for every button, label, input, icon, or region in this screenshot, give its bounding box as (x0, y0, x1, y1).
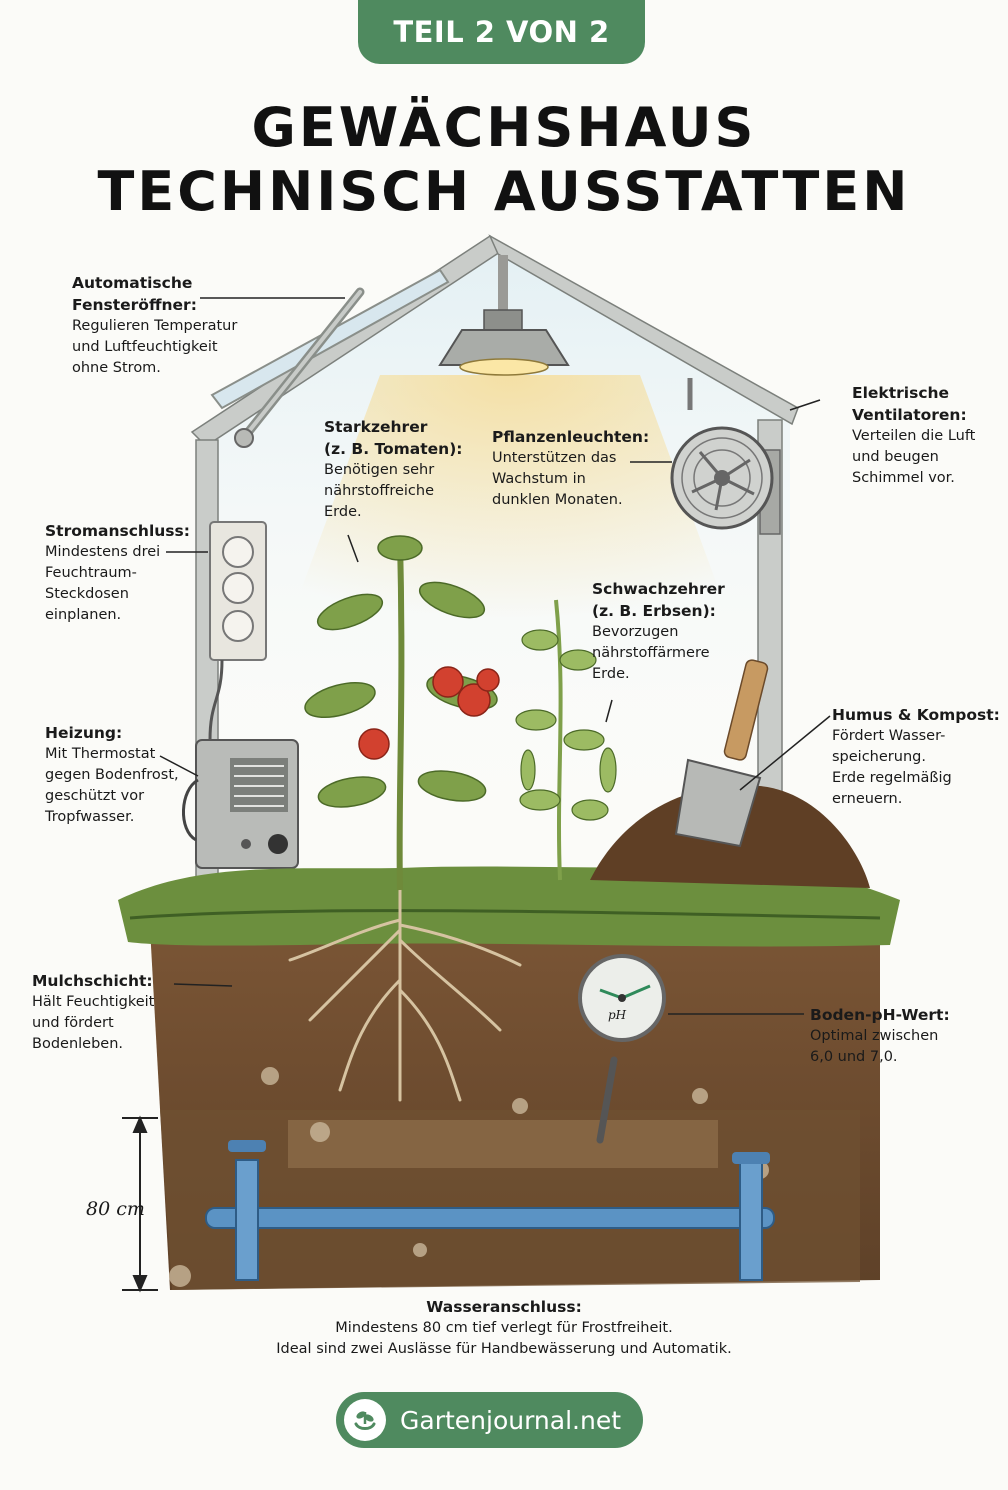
plant-in-hand-icon (344, 1399, 386, 1441)
label-water-heading: Wasseranschluss: (426, 1298, 582, 1316)
plant-roots (288, 888, 522, 1102)
label-grow-lights-heading: Pflanzenleuchten: (492, 428, 650, 446)
label-water-body: Mindestens 80 cm tief verlegt für Frostf… (276, 1320, 732, 1357)
label-humus-body: Fördert Wasser- speicherung. Erde regelm… (832, 728, 952, 807)
label-light-feeders: Schwachzehrer (z. B. Erbsen): Bevorzugen… (592, 578, 725, 685)
label-power-body: Mindestens drei Feuchtraum- Steckdosen e… (45, 544, 161, 623)
label-humus-heading: Humus & Kompost: (832, 706, 1000, 724)
label-heavy-feeders-heading: Starkzehrer (z. B. Tomaten): (324, 418, 463, 458)
label-power-heading: Stromanschluss: (45, 522, 190, 540)
depth-marker (122, 1115, 158, 1293)
label-heating-body: Mit Thermostat gegen Bodenfrost, geschüt… (45, 746, 179, 825)
page-title-line-1: GEWÄCHSHAUS (251, 96, 757, 159)
water-pipe (205, 1140, 775, 1281)
power-socket-strip (208, 521, 267, 741)
label-ph: Boden-pH-Wert: Optimal zwischen 6,0 und … (810, 1004, 950, 1068)
mulch-layer (118, 865, 900, 947)
label-water: Wasseranschluss: Mindestens 80 cm tief v… (0, 1296, 1008, 1360)
soil-cross-section (150, 928, 880, 1290)
footer-brand-text: Gartenjournal.net (400, 1405, 622, 1435)
depth-label: 80 cm (86, 1198, 145, 1220)
label-light-feeders-body: Bevorzugen nährstoffärmere Erde. (592, 624, 710, 682)
label-heating: Heizung: Mit Thermostat gegen Bodenfrost… (45, 722, 179, 828)
label-power: Stromanschluss: Mindestens drei Feuchtra… (45, 520, 190, 626)
pea-plant (515, 599, 617, 881)
tomato-plant (304, 535, 500, 891)
label-heating-heading: Heizung: (45, 724, 123, 742)
label-fans-body: Verteilen die Luft und beugen Schimmel v… (852, 428, 976, 486)
label-window-opener-heading: Automatische Fensteröffner: (72, 274, 197, 314)
electric-fan (670, 378, 781, 535)
label-heavy-feeders: Starkzehrer (z. B. Tomaten): Benötigen s… (324, 416, 463, 523)
footer-brand-pill[interactable]: Gartenjournal.net (336, 1392, 643, 1448)
label-ph-heading: Boden-pH-Wert: (810, 1006, 950, 1024)
page-title-line-2: TECHNISCH AUSSTATTEN (97, 160, 911, 223)
label-grow-lights-body: Unterstützen das Wachstum in dunklen Mon… (492, 450, 623, 508)
label-fans: Elektrische Ventilatoren: Verteilen die … (852, 382, 975, 489)
ph-meter (578, 954, 666, 1144)
heater (182, 739, 299, 869)
label-mulch-heading: Mulchschicht: (32, 972, 153, 990)
label-window-opener-body: Regulieren Temperatur und Luftfeuchtigke… (72, 318, 238, 376)
ph-dial-text: pH (608, 1008, 627, 1022)
label-mulch-body: Hält Feuchtigkeit und fördert Bodenleben… (32, 994, 155, 1052)
window-opener (210, 268, 450, 448)
label-grow-lights: Pflanzenleuchten: Unterstützen das Wachs… (492, 426, 649, 511)
callout-leaders (159, 297, 831, 1015)
compost-heap (590, 659, 870, 888)
label-light-feeders-heading: Schwachzehrer (z. B. Erbsen): (592, 580, 725, 620)
label-heavy-feeders-body: Benötigen sehr nährstoffreiche Erde. (324, 462, 435, 520)
label-window-opener: Automatische Fensteröffner: Regulieren T… (72, 272, 237, 379)
part-badge: TEIL 2 VON 2 (358, 0, 645, 64)
label-ph-body: Optimal zwischen 6,0 und 7,0. (810, 1028, 939, 1065)
label-mulch: Mulchschicht: Hält Feuchtigkeit und förd… (32, 970, 154, 1055)
label-humus: Humus & Kompost: Fördert Wasser- speiche… (832, 704, 1000, 810)
label-fans-heading: Elektrische Ventilatoren: (852, 384, 967, 424)
